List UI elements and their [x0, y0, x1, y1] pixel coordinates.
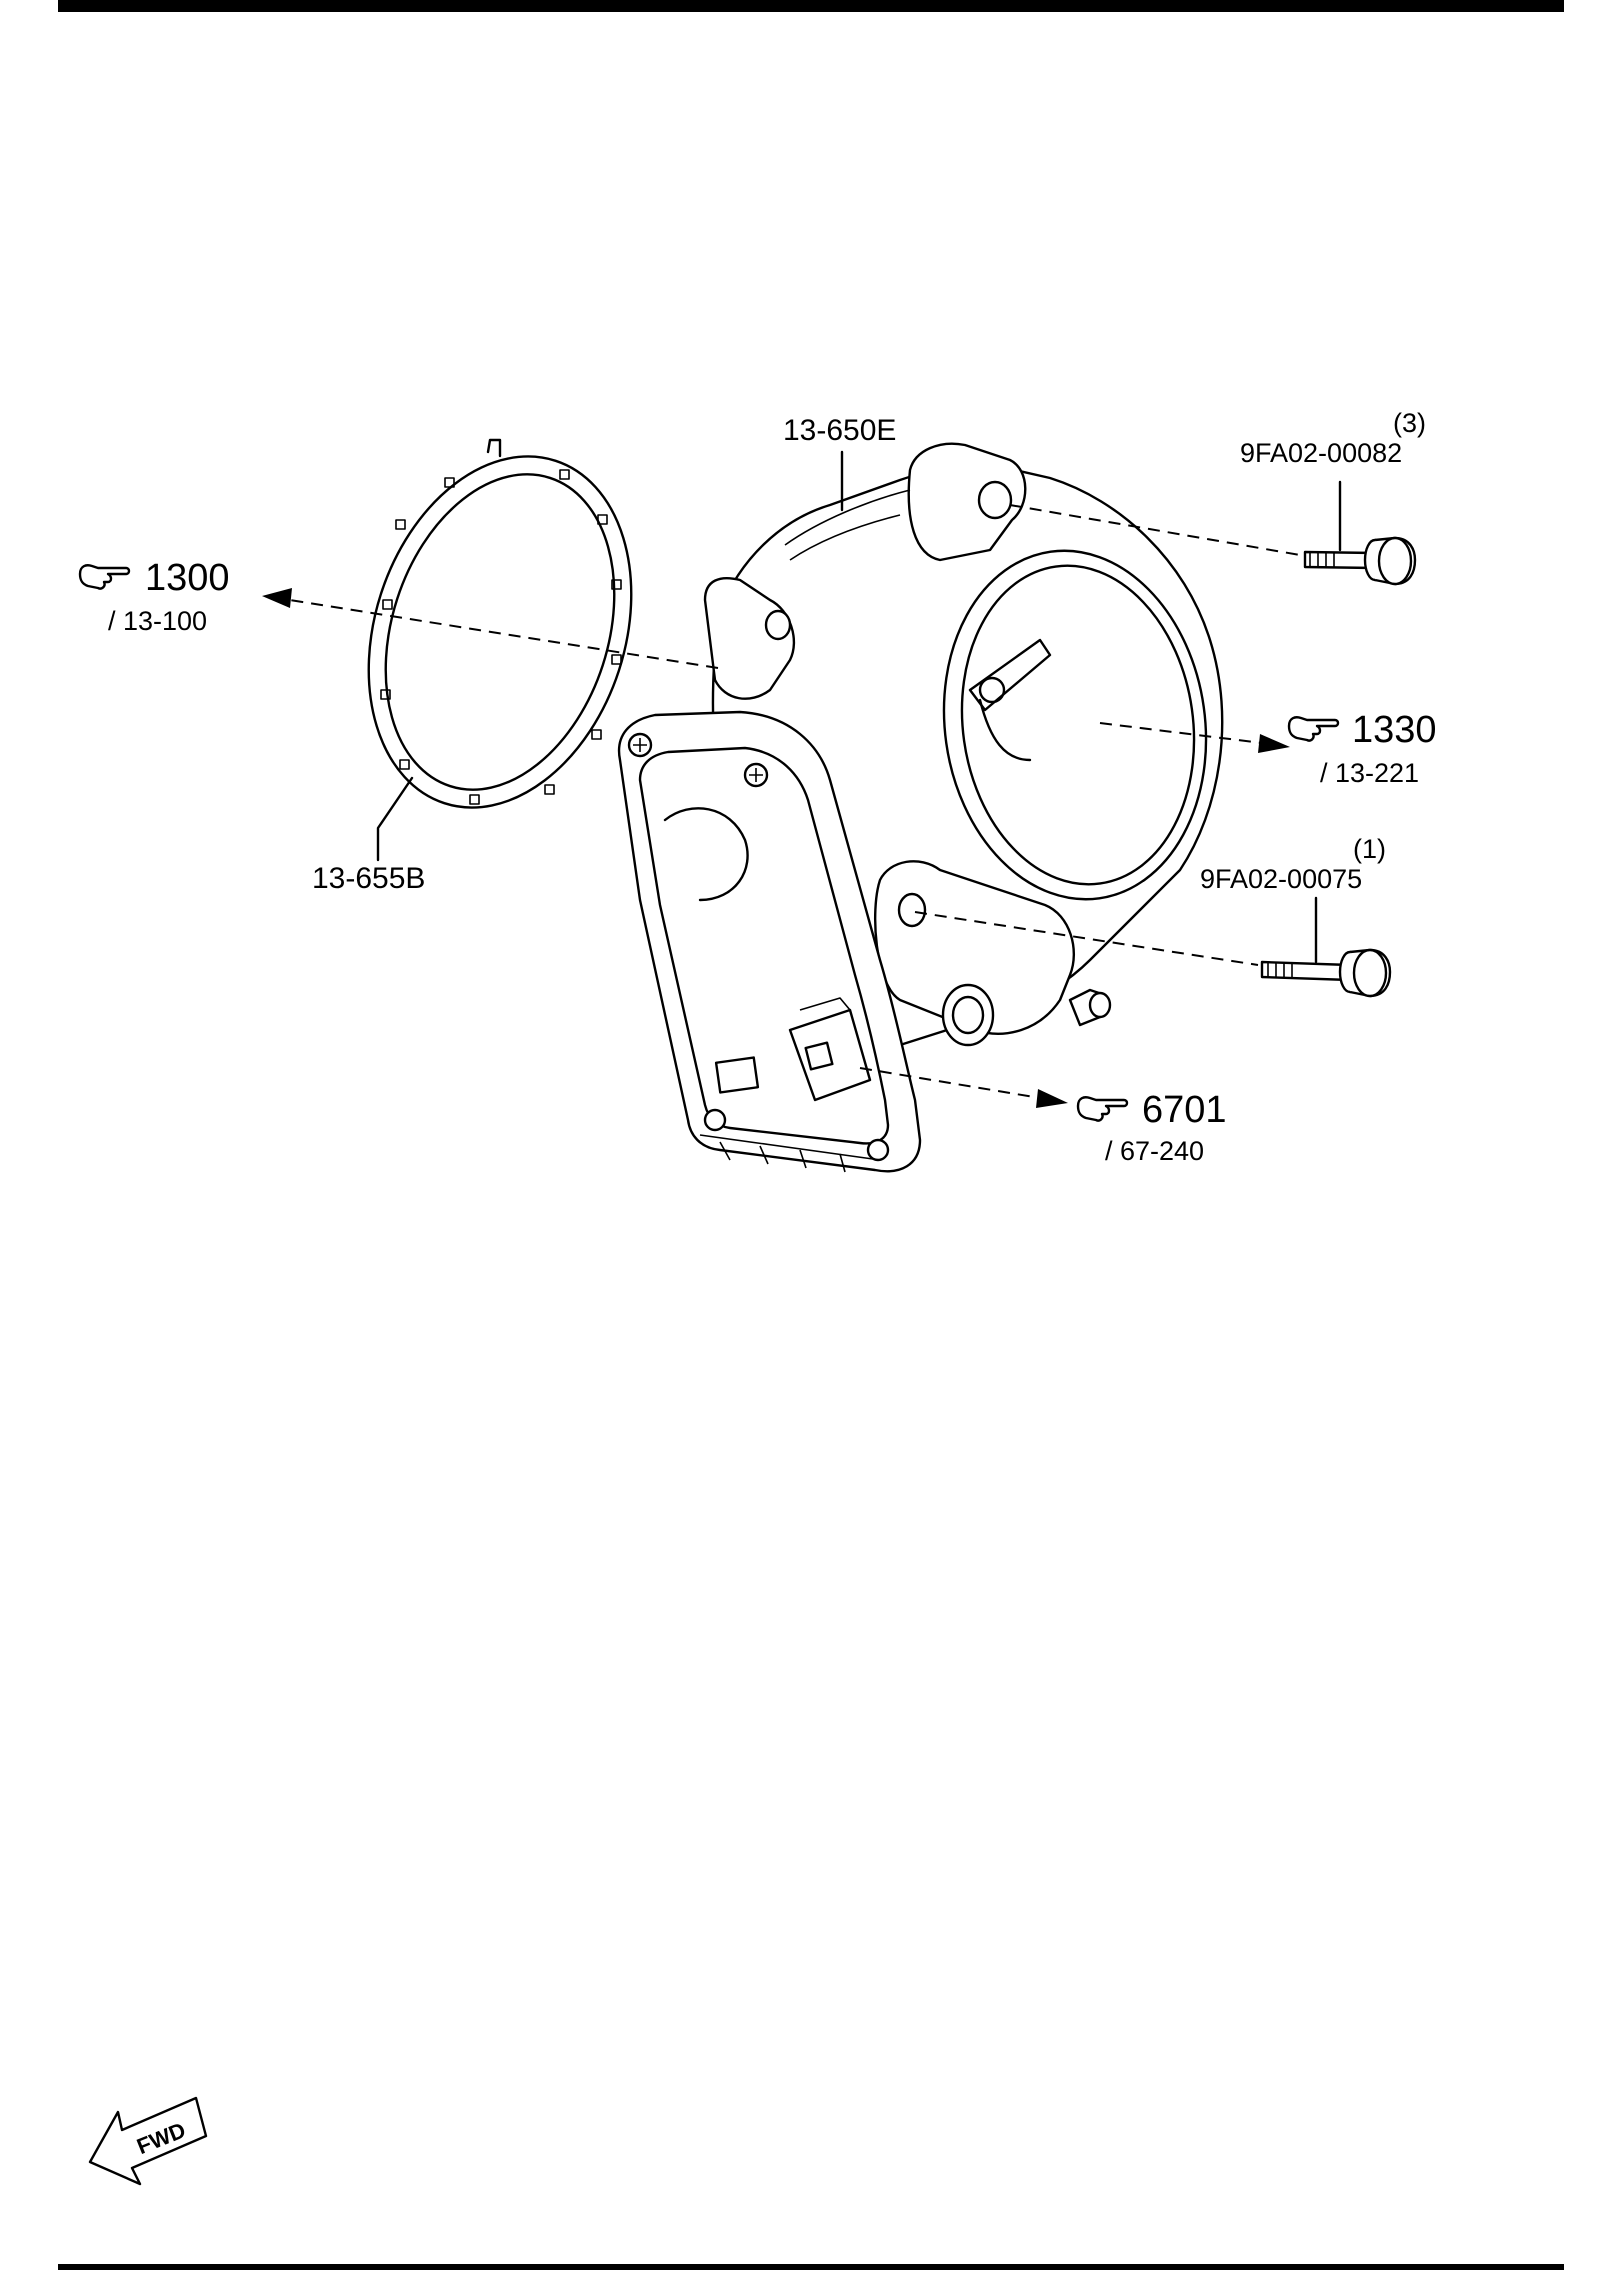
arrow-right-ref: [1258, 734, 1290, 753]
pointing-hand-icon: [1287, 716, 1340, 742]
label-bolt-lower: 9FA02-00075: [1200, 864, 1362, 894]
dash-upper-bolt: [1009, 504, 1301, 556]
dash-right-ref: [1099, 722, 1263, 744]
ref-right-group: 1330: [1352, 709, 1437, 751]
arrow-connector-ref: [1036, 1089, 1068, 1108]
ref-right-page: / 13-221: [1320, 758, 1419, 788]
bottom-border: [58, 2264, 1564, 2270]
pointing-hand-icon: [1076, 1096, 1129, 1122]
label-bolt-lower-qty: (1): [1353, 834, 1386, 864]
gasket-ring: [367, 438, 633, 809]
gasket-leader: [376, 776, 414, 862]
ref-connector-group: 6701: [1142, 1089, 1227, 1131]
label-gasket: 13-655B: [312, 862, 425, 895]
dash-connector-ref: [859, 1067, 1041, 1099]
throttle-body: [617, 442, 1224, 1173]
bolt-upper: [1303, 536, 1417, 586]
dash-left-ref: [289, 599, 719, 669]
label-bolt-upper: 9FA02-00082: [1240, 438, 1402, 468]
ref-left-group: 1300: [145, 557, 230, 599]
dash-lower-bolt: [914, 911, 1259, 966]
forward-arrow-icon: FWD: [88, 2096, 208, 2186]
pointing-hand-icon: [78, 564, 131, 590]
ref-connector-page: / 67-240: [1105, 1136, 1204, 1166]
top-border: [58, 0, 1564, 12]
label-bolt-upper-qty: (3): [1393, 408, 1426, 438]
arrow-left-ref: [262, 588, 292, 608]
ref-left-page: / 13-100: [108, 606, 207, 636]
bolt-lower: [1260, 948, 1392, 998]
label-throttle-body: 13-650E: [783, 414, 896, 447]
